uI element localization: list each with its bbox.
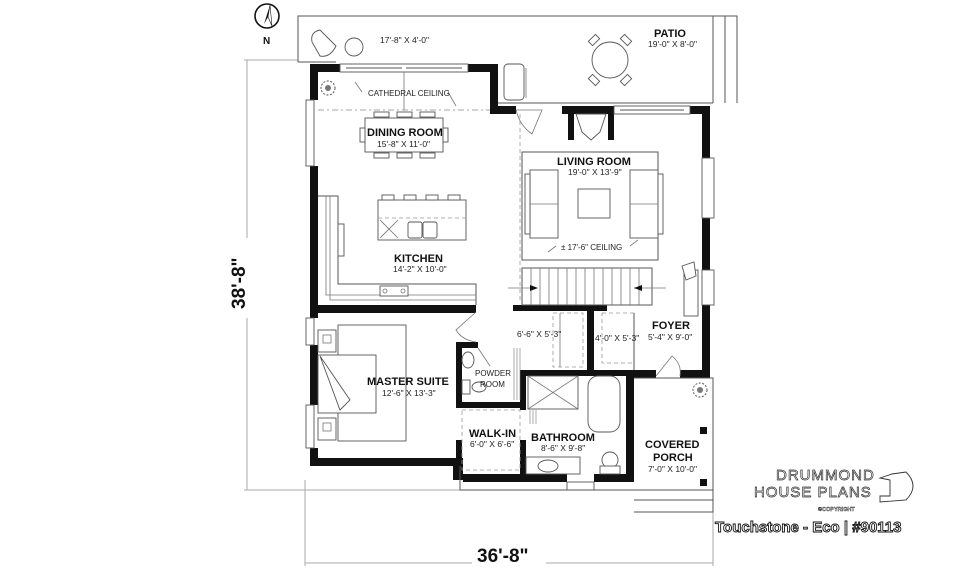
powder-fixtures	[461, 348, 521, 400]
kitchen-counter	[318, 195, 477, 305]
cathedral-ceiling: CATHEDRAL CEILING	[318, 72, 490, 111]
porch-name2: PORCH	[653, 452, 693, 464]
foyer-size: 5'-4" X 9'-0"	[648, 332, 692, 342]
windows	[305, 63, 715, 491]
plant-icon	[320, 80, 336, 96]
kitchen-name: KITCHEN	[394, 253, 443, 265]
powder-name2: ROOM	[480, 380, 505, 389]
bathroom-name: BATHROOM	[531, 432, 595, 444]
cathedral-ceiling-label: CATHEDRAL CEILING	[368, 89, 450, 98]
living-size: 19'-0" X 13'-9"	[568, 167, 622, 177]
walkin-name: WALK-IN	[469, 428, 516, 440]
porch-size: 7'-0" X 10'-0"	[648, 464, 697, 474]
closet2-size: 4'-0" X 5'-3"	[595, 333, 639, 343]
covered-porch	[459, 377, 714, 513]
brand-line2: HOUSE PLANS	[754, 484, 872, 501]
dining-table	[359, 111, 449, 159]
powder-name: POWDER	[475, 369, 511, 378]
master-name: MASTER SUITE	[367, 376, 449, 388]
master-size: 12'-6" X 13'-3"	[382, 388, 436, 398]
plant-icon	[692, 382, 708, 398]
brand-copyright: ©COPYRIGHT	[818, 506, 855, 513]
dining-size: 15'-8" X 11'-0"	[377, 139, 430, 149]
walls	[310, 64, 710, 482]
doors	[455, 109, 681, 377]
walkin-size: 6'-0" X 6'-6"	[470, 439, 514, 449]
patio-size: 19'-0" X 8'-0"	[648, 39, 697, 49]
brand-logo: DRUMMOND HOUSE PLANS ©COPYRIGHT Touchsto…	[715, 467, 914, 536]
patio-name: PATIO	[654, 28, 686, 40]
brand-line1: DRUMMOND	[776, 467, 875, 484]
master-bed	[317, 324, 407, 442]
kitchen-island	[377, 194, 467, 241]
living-name: LIVING ROOM	[557, 156, 631, 168]
foyer-name: FOYER	[652, 320, 690, 332]
patio-area	[297, 15, 738, 104]
closets	[552, 312, 635, 370]
north-arrow-icon: N	[254, 3, 280, 47]
bathroom-size: 8'-6" X 9'-8"	[541, 443, 585, 453]
depth-dimension: 38'-8"	[229, 257, 250, 309]
brand-d-icon	[878, 471, 914, 503]
compass-label: N	[263, 36, 270, 47]
width-dimension: 36'-8"	[477, 546, 529, 567]
kitchen-size: 14'-2" X 10'-0"	[393, 264, 447, 274]
room-labels: 17'-8" X 4'-0" PATIO 19'-0" X 8'-0" DINI…	[367, 28, 699, 474]
plan-title: Touchstone - Eco | #90113	[715, 519, 901, 536]
closet1-size: 6'-6" X 5'-3"	[517, 329, 561, 339]
staircase	[508, 267, 666, 306]
patio-left-size: 17'-8" X 4'-0"	[380, 35, 429, 45]
porch-name: COVERED	[645, 439, 699, 451]
living-ceiling-label: ± 17'-6" CEILING	[561, 243, 622, 252]
living-furniture: ± 17'-6" CEILING	[519, 114, 664, 300]
dimension-lines: 38'-8" 36'-8"	[229, 59, 714, 567]
bath-fixtures	[461, 375, 621, 475]
dining-name: DINING ROOM	[367, 127, 443, 139]
foyer-bench	[681, 261, 699, 317]
